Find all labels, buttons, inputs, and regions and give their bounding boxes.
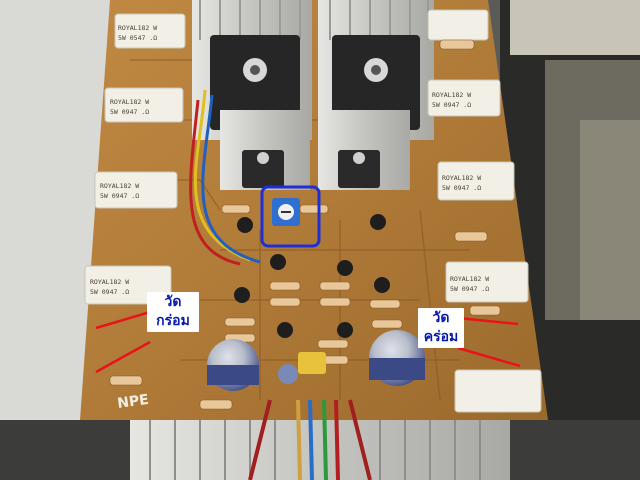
measure-lines-left [95, 310, 151, 374]
driver-transistor-left [242, 150, 284, 188]
highlight-box [260, 185, 321, 248]
power-transistor-left [210, 35, 300, 130]
measure-lines-right [457, 316, 521, 368]
driver-transistor-right [338, 150, 380, 188]
board-marking: NPE [116, 392, 149, 412]
capacitor-left [207, 339, 259, 391]
annotation-right-line2: คร่อม [423, 329, 459, 345]
heatsink-top-fins [199, 0, 429, 40]
annotation-left-line2: กร่อม [156, 313, 190, 329]
capacitor-right [369, 330, 425, 386]
annotation-left-line1: วัด [164, 294, 182, 310]
annotation-right-line1: วัด [432, 310, 450, 326]
trimmer-potentiometer [272, 198, 300, 226]
capacitor-small [278, 364, 298, 384]
annotation-label-left: วัด กร่อม [147, 292, 199, 332]
film-capacitor [298, 352, 326, 374]
power-transistor-right [332, 35, 420, 130]
background-right-block [580, 120, 640, 320]
small-transistors [234, 214, 390, 338]
lower-heatsink [130, 418, 510, 480]
background-right-top [510, 0, 640, 55]
wire-bundle-left [189, 89, 261, 266]
lower-heatsink-fins [149, 420, 481, 480]
wire-bundle-bottom [248, 399, 372, 480]
annotation-label-right: วัด คร่อม [418, 308, 464, 348]
